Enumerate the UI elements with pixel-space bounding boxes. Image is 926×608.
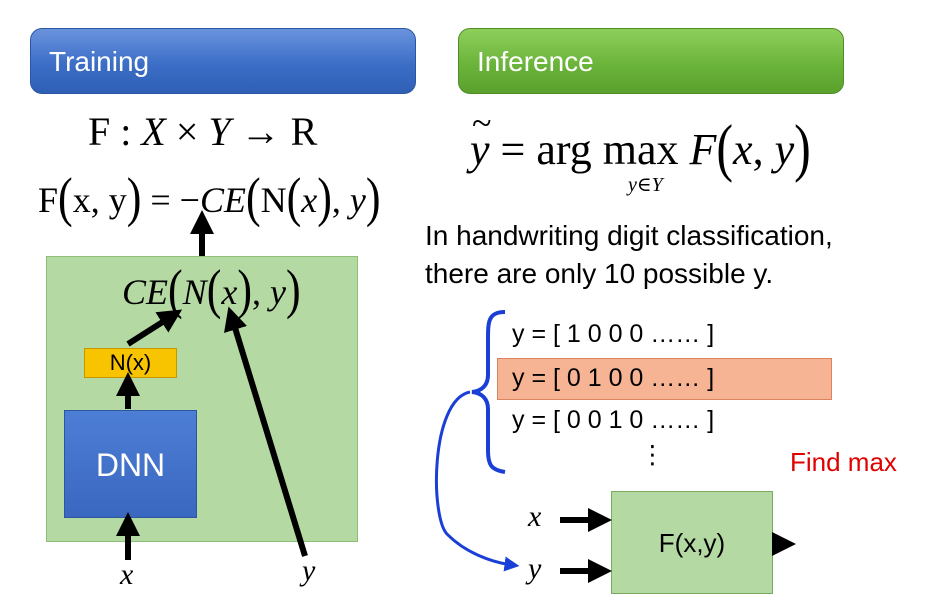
training-tab: Training [30, 28, 416, 94]
vector-row-2: y = [ 0 1 0 0 …… ] [512, 364, 715, 392]
training-input-y: y [302, 554, 316, 587]
inference-input-x: x [528, 500, 542, 533]
inference-tab: Inference [458, 28, 844, 94]
arrow-nx-to-ce [126, 309, 183, 347]
vertical-ellipsis: ⋮ [640, 441, 665, 469]
description-line-1: In handwriting digit classification, [425, 220, 833, 251]
blue-brace [471, 310, 506, 474]
blue-curve-arrow [435, 390, 520, 572]
formula-argmax: y ~ = arg max F(x, y) [470, 103, 811, 184]
inference-input-y: y [528, 552, 542, 585]
highlighted-row [497, 358, 832, 400]
fxy-box: F(x,y) [611, 491, 773, 594]
arrow-y-to-ce [224, 306, 308, 557]
dnn-box: DNN [64, 410, 197, 518]
vector-row-1: y = [ 1 0 0 0 …… ] [512, 320, 715, 348]
find-max-label: Find max [790, 447, 897, 477]
ce-label: CE(N(x), y) [122, 258, 301, 321]
vector-row-3: y = [ 0 0 1 0 …… ] [512, 406, 715, 434]
description-line-2: there are only 10 possible y. [425, 258, 774, 289]
argmax-subscript: y∈Y [628, 174, 663, 196]
formula-function-map: F : X × Y → R [88, 109, 318, 154]
nx-box: N(x) [84, 348, 177, 378]
training-input-x: x [120, 558, 134, 591]
